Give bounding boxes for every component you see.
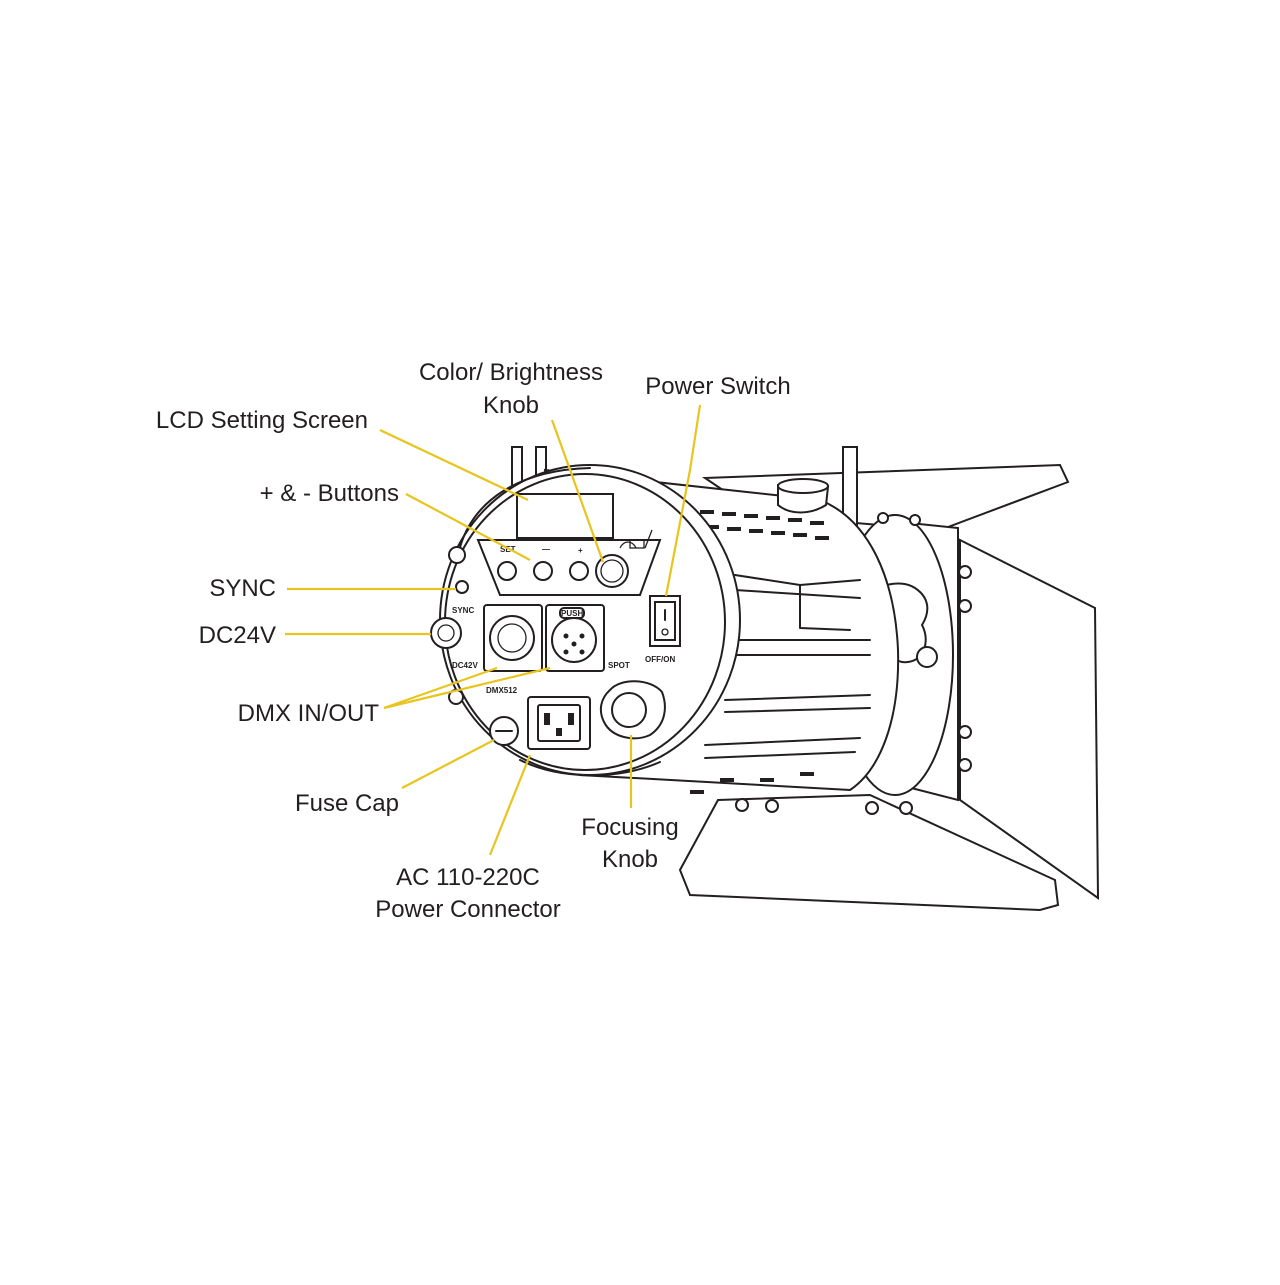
plus-button[interactable] xyxy=(569,561,589,581)
callout-labels: Color/ Brightness Knob Power Switch LCD … xyxy=(156,359,791,923)
screw xyxy=(877,512,889,524)
dmx-out-pins xyxy=(563,633,585,655)
heat-fins xyxy=(704,574,871,759)
sync-port[interactable] xyxy=(455,580,469,594)
rear-rim-arc xyxy=(457,467,591,556)
callout-power-switch: Power Switch xyxy=(645,373,790,400)
callout-focusing-line1: Focusing xyxy=(581,814,678,841)
rear-lower-rim xyxy=(519,759,661,777)
leader-power-switch xyxy=(664,404,702,597)
top-cap-rim xyxy=(777,478,829,494)
vent-slots xyxy=(690,510,829,794)
power-off-mark xyxy=(661,628,669,636)
minus-button[interactable] xyxy=(533,561,553,581)
dc24v-port[interactable] xyxy=(430,617,462,649)
label-off-on: OFF/ON xyxy=(645,655,675,664)
barn-door-right xyxy=(959,538,1100,900)
label-minus: — xyxy=(542,545,550,554)
set-button[interactable] xyxy=(497,561,517,581)
dmx-out-socket[interactable] xyxy=(551,617,597,663)
screw xyxy=(865,801,879,815)
leader-dmx-out xyxy=(383,666,551,710)
leader-color-brightness xyxy=(550,419,605,563)
label-push: PUSH xyxy=(561,609,583,618)
callout-dmx-in-out: DMX IN/OUT xyxy=(238,700,380,727)
ac-pin xyxy=(568,713,574,725)
screw xyxy=(958,725,972,739)
callout-fuse-cap: Fuse Cap xyxy=(295,790,399,817)
ac-pin xyxy=(544,713,550,725)
ac-pin xyxy=(556,728,562,736)
label-spot: SPOT xyxy=(608,661,630,670)
rear-control-panel: SET — + SYNC DC42V xyxy=(430,464,741,777)
screw xyxy=(909,514,921,526)
push-tab[interactable] xyxy=(559,607,585,619)
dmx-in-inner xyxy=(497,623,527,653)
dmx-in-socket[interactable] xyxy=(489,615,535,661)
callout-sync: SYNC xyxy=(209,575,276,602)
label-plus: + xyxy=(578,546,583,555)
screw xyxy=(958,758,972,772)
leader-ac-connector xyxy=(488,754,532,856)
callout-color-brightness-line1: Color/ Brightness xyxy=(419,359,603,386)
panel-screw xyxy=(448,546,466,564)
screw xyxy=(958,565,972,579)
leader-lcd-screen xyxy=(379,429,529,501)
leader-buttons xyxy=(405,493,531,561)
callout-ac-line2: Power Connector xyxy=(375,896,560,923)
focusing-knob-cap xyxy=(611,692,647,728)
leader-lines xyxy=(285,404,702,856)
screw xyxy=(958,599,972,613)
dc24v-port-inner xyxy=(437,624,455,642)
leader-dmx-in xyxy=(383,666,498,710)
lcd-screen xyxy=(516,493,614,539)
callout-color-brightness-line2: Knob xyxy=(483,392,539,419)
callout-focusing-line2: Knob xyxy=(602,846,658,873)
label-dc42v: DC42V xyxy=(452,661,478,670)
screw xyxy=(735,798,749,812)
label-dmx512: DMX512 xyxy=(486,686,518,695)
mode-icon xyxy=(619,529,653,549)
callout-ac-line1: AC 110-220C xyxy=(396,864,540,891)
screw xyxy=(765,799,779,813)
label-sync: SYNC xyxy=(452,606,474,615)
leader-fuse-cap xyxy=(401,739,495,789)
callout-buttons: + & - Buttons xyxy=(260,480,399,507)
yoke-bolt xyxy=(916,646,938,668)
knob-inner-ring xyxy=(600,559,624,583)
screw xyxy=(899,801,913,815)
label-set: SET xyxy=(500,545,516,554)
callout-lcd-screen: LCD Setting Screen xyxy=(156,407,368,434)
callout-dc24v: DC24V xyxy=(199,622,276,649)
